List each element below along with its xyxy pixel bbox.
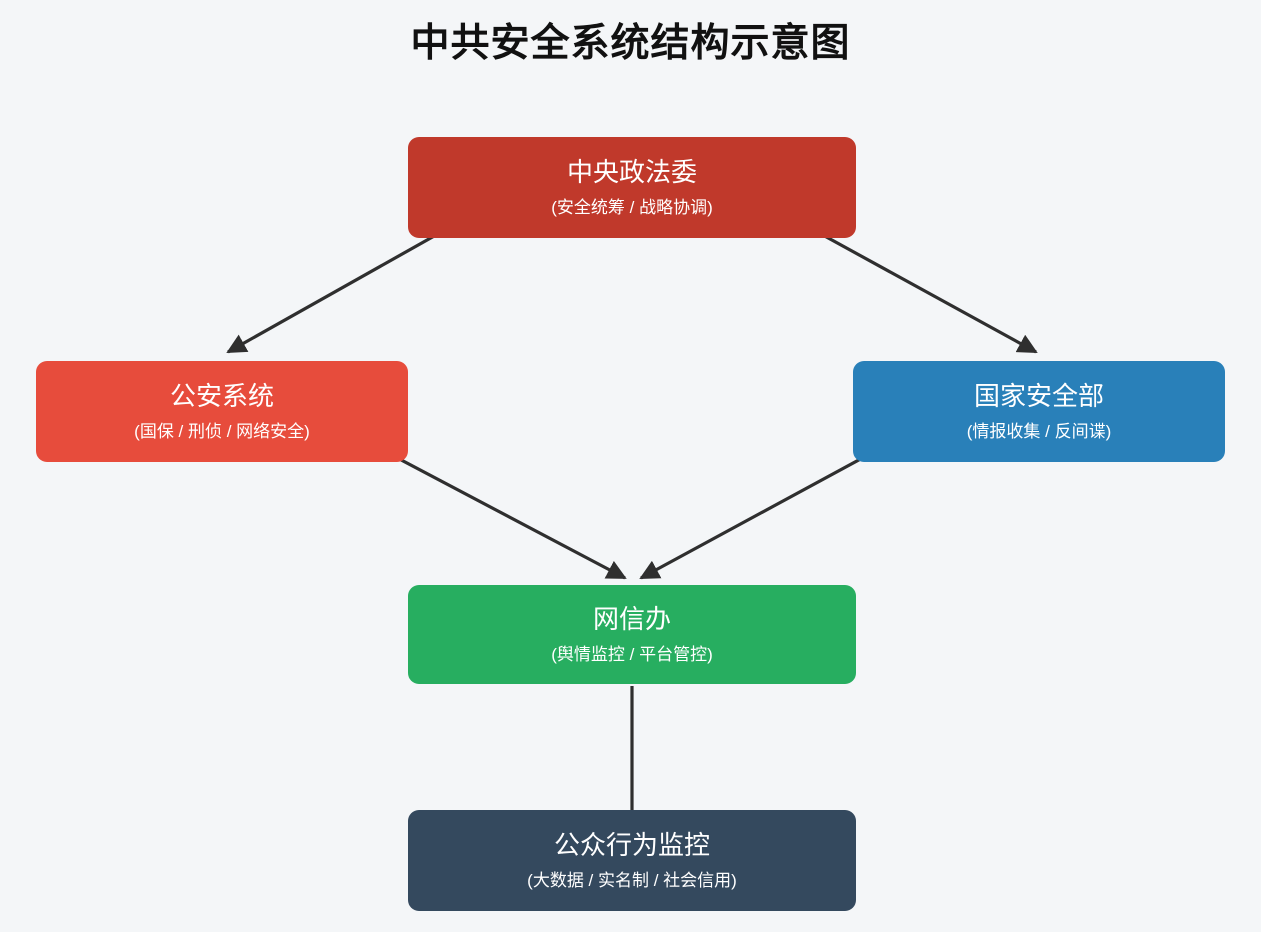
page-title: 中共安全系统结构示意图: [410, 22, 851, 65]
node-central-political-legal-affairs-commission[interactable]: 中央政法委 (安全统筹 / 战略协调): [408, 137, 856, 238]
edge-state-security-to-cyberspace: [639, 441, 891, 580]
edge-top-to-state-security: [789, 215, 1038, 354]
node-subtitle: (舆情监控 / 平台管控): [551, 644, 713, 664]
node-cyberspace-administration[interactable]: 网信办 (舆情监控 / 平台管控): [408, 585, 856, 684]
node-public-behavior-monitoring[interactable]: 公众行为监控 (大数据 / 实名制 / 社会信用): [408, 810, 856, 911]
node-title: 中央政法委: [566, 156, 697, 187]
node-ministry-of-state-security[interactable]: 国家安全部 (情报收集 / 反间谍): [853, 361, 1225, 462]
node-subtitle: (国保 / 刑侦 / 网络安全): [134, 421, 310, 441]
node-title: 公安系统: [169, 380, 274, 411]
node-title: 国家安全部: [973, 380, 1104, 411]
node-subtitle: (大数据 / 实名制 / 社会信用): [527, 870, 737, 890]
edge-top-to-public-security: [226, 215, 469, 354]
node-title: 网信办: [592, 603, 671, 634]
node-subtitle: (情报收集 / 反间谍): [966, 421, 1112, 441]
edge-public-security-to-cyberspace: [368, 441, 627, 580]
node-public-security-system[interactable]: 公安系统 (国保 / 刑侦 / 网络安全): [36, 361, 408, 462]
node-title: 公众行为监控: [553, 829, 710, 860]
node-subtitle: (安全统筹 / 战略协调): [551, 197, 713, 217]
